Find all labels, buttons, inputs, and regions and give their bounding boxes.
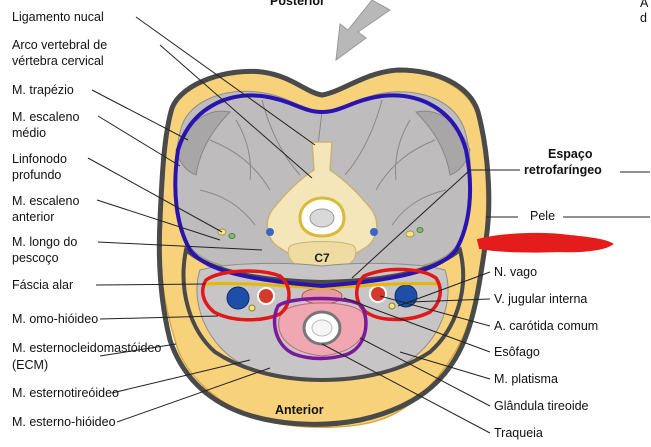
label-arco-vertebral-2: vértebra cervical [12, 54, 104, 68]
label-espaco-2: retrofaríngeo [524, 163, 602, 177]
muscle-divisions [199, 99, 447, 226]
label-a-carotida: A. carótida comum [494, 319, 599, 333]
vagus-nerve [248, 304, 256, 312]
corner-label-2: d [640, 11, 647, 25]
gray-outline-inner [181, 246, 466, 383]
label-n-vago: N. vago [494, 265, 538, 279]
trapezius-muscle [175, 110, 232, 176]
red-outline-left [200, 269, 291, 322]
internal-jugular-vein [226, 286, 250, 310]
label-m-trapezio: M. trapézio [12, 83, 74, 97]
purple-outline [272, 296, 368, 361]
esophagus [301, 287, 343, 305]
label-escaleno-medio-2: médio [12, 126, 47, 140]
vertebral-artery [266, 228, 274, 236]
internal-jugular-vein-right [394, 284, 418, 308]
posterior-arrow-icon [335, 0, 391, 62]
common-carotid-artery [257, 287, 275, 305]
label-longo-pescoco-2: pescoço [12, 251, 59, 265]
corner-label-1: A [640, 0, 649, 10]
gray-outline-outer [156, 67, 492, 427]
common-carotid-artery-right [369, 285, 387, 303]
label-ecm-2: (ECM) [12, 358, 49, 372]
label-ligamento-nucal: Ligamento nucal [12, 10, 104, 24]
vertebral-artery-right [370, 228, 378, 236]
label-m-platisma: M. platisma [494, 372, 558, 386]
blue-outline [173, 93, 473, 289]
label-ecm-1: M. esternocleidomastóideo [12, 341, 162, 355]
label-arco-vertebral-1: Arco vertebral de [12, 38, 108, 52]
label-linfonodo-1: Linfonodo [12, 152, 67, 166]
label-tireoide: Glândula tireoide [494, 399, 589, 413]
label-escaleno-anterior-2: anterior [12, 210, 55, 224]
label-pele: Pele [530, 209, 556, 223]
label-espaco-1: Espaço [548, 147, 593, 161]
label-escaleno-anterior-1: M. escaleno [12, 194, 80, 208]
label-esternotireoideo: M. esternotireóideo [12, 386, 120, 400]
vagus-nerve-right [388, 302, 396, 310]
redaction-mark [476, 232, 614, 253]
leader-lines [87, 16, 650, 434]
label-v-jugular: V. jugular interna [494, 292, 588, 306]
anterior-label: Anterior [275, 403, 324, 417]
label-longo-pescoco-1: M. longo do [12, 235, 78, 249]
label-fascia-alar: Fáscia alar [12, 278, 74, 292]
label-linfonodo-2: profundo [12, 168, 62, 182]
spinal-cord [309, 208, 335, 228]
tracheal-lumen [311, 319, 333, 337]
label-omo-hioideo: M. omo-hióideo [12, 312, 99, 326]
label-esofago: Esôfago [494, 345, 540, 359]
lymph-nodes [217, 227, 424, 239]
label-esterno-hioideo: M. esterno-hióideo [12, 415, 116, 429]
vertebra-label: C7 [314, 251, 330, 265]
label-traqueia: Traqueia [494, 426, 543, 440]
label-escaleno-medio-1: M. escaleno [12, 110, 80, 124]
posterior-label: Posterior [270, 0, 325, 8]
